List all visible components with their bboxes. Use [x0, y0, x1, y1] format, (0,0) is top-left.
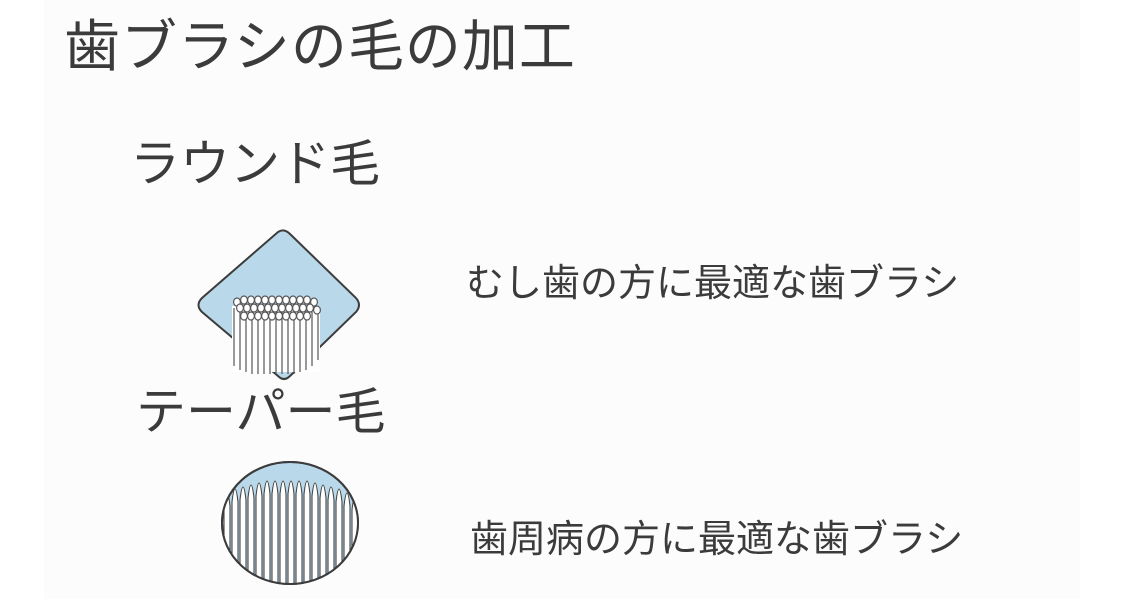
round-bristle-heading: ラウンド毛 [130, 135, 380, 193]
tapered-bristle-heading: テーパー毛 [136, 383, 386, 441]
page-title: 歯ブラシの毛の加工 [64, 15, 576, 80]
round-bristle-icon [197, 229, 360, 380]
round-bristle-description: むし歯の方に最適な歯ブラシ [466, 261, 960, 305]
tapered-bristle-description: 歯周病の方に最適な歯ブラシ [470, 517, 964, 561]
tapered-bristle-icon [221, 461, 359, 585]
